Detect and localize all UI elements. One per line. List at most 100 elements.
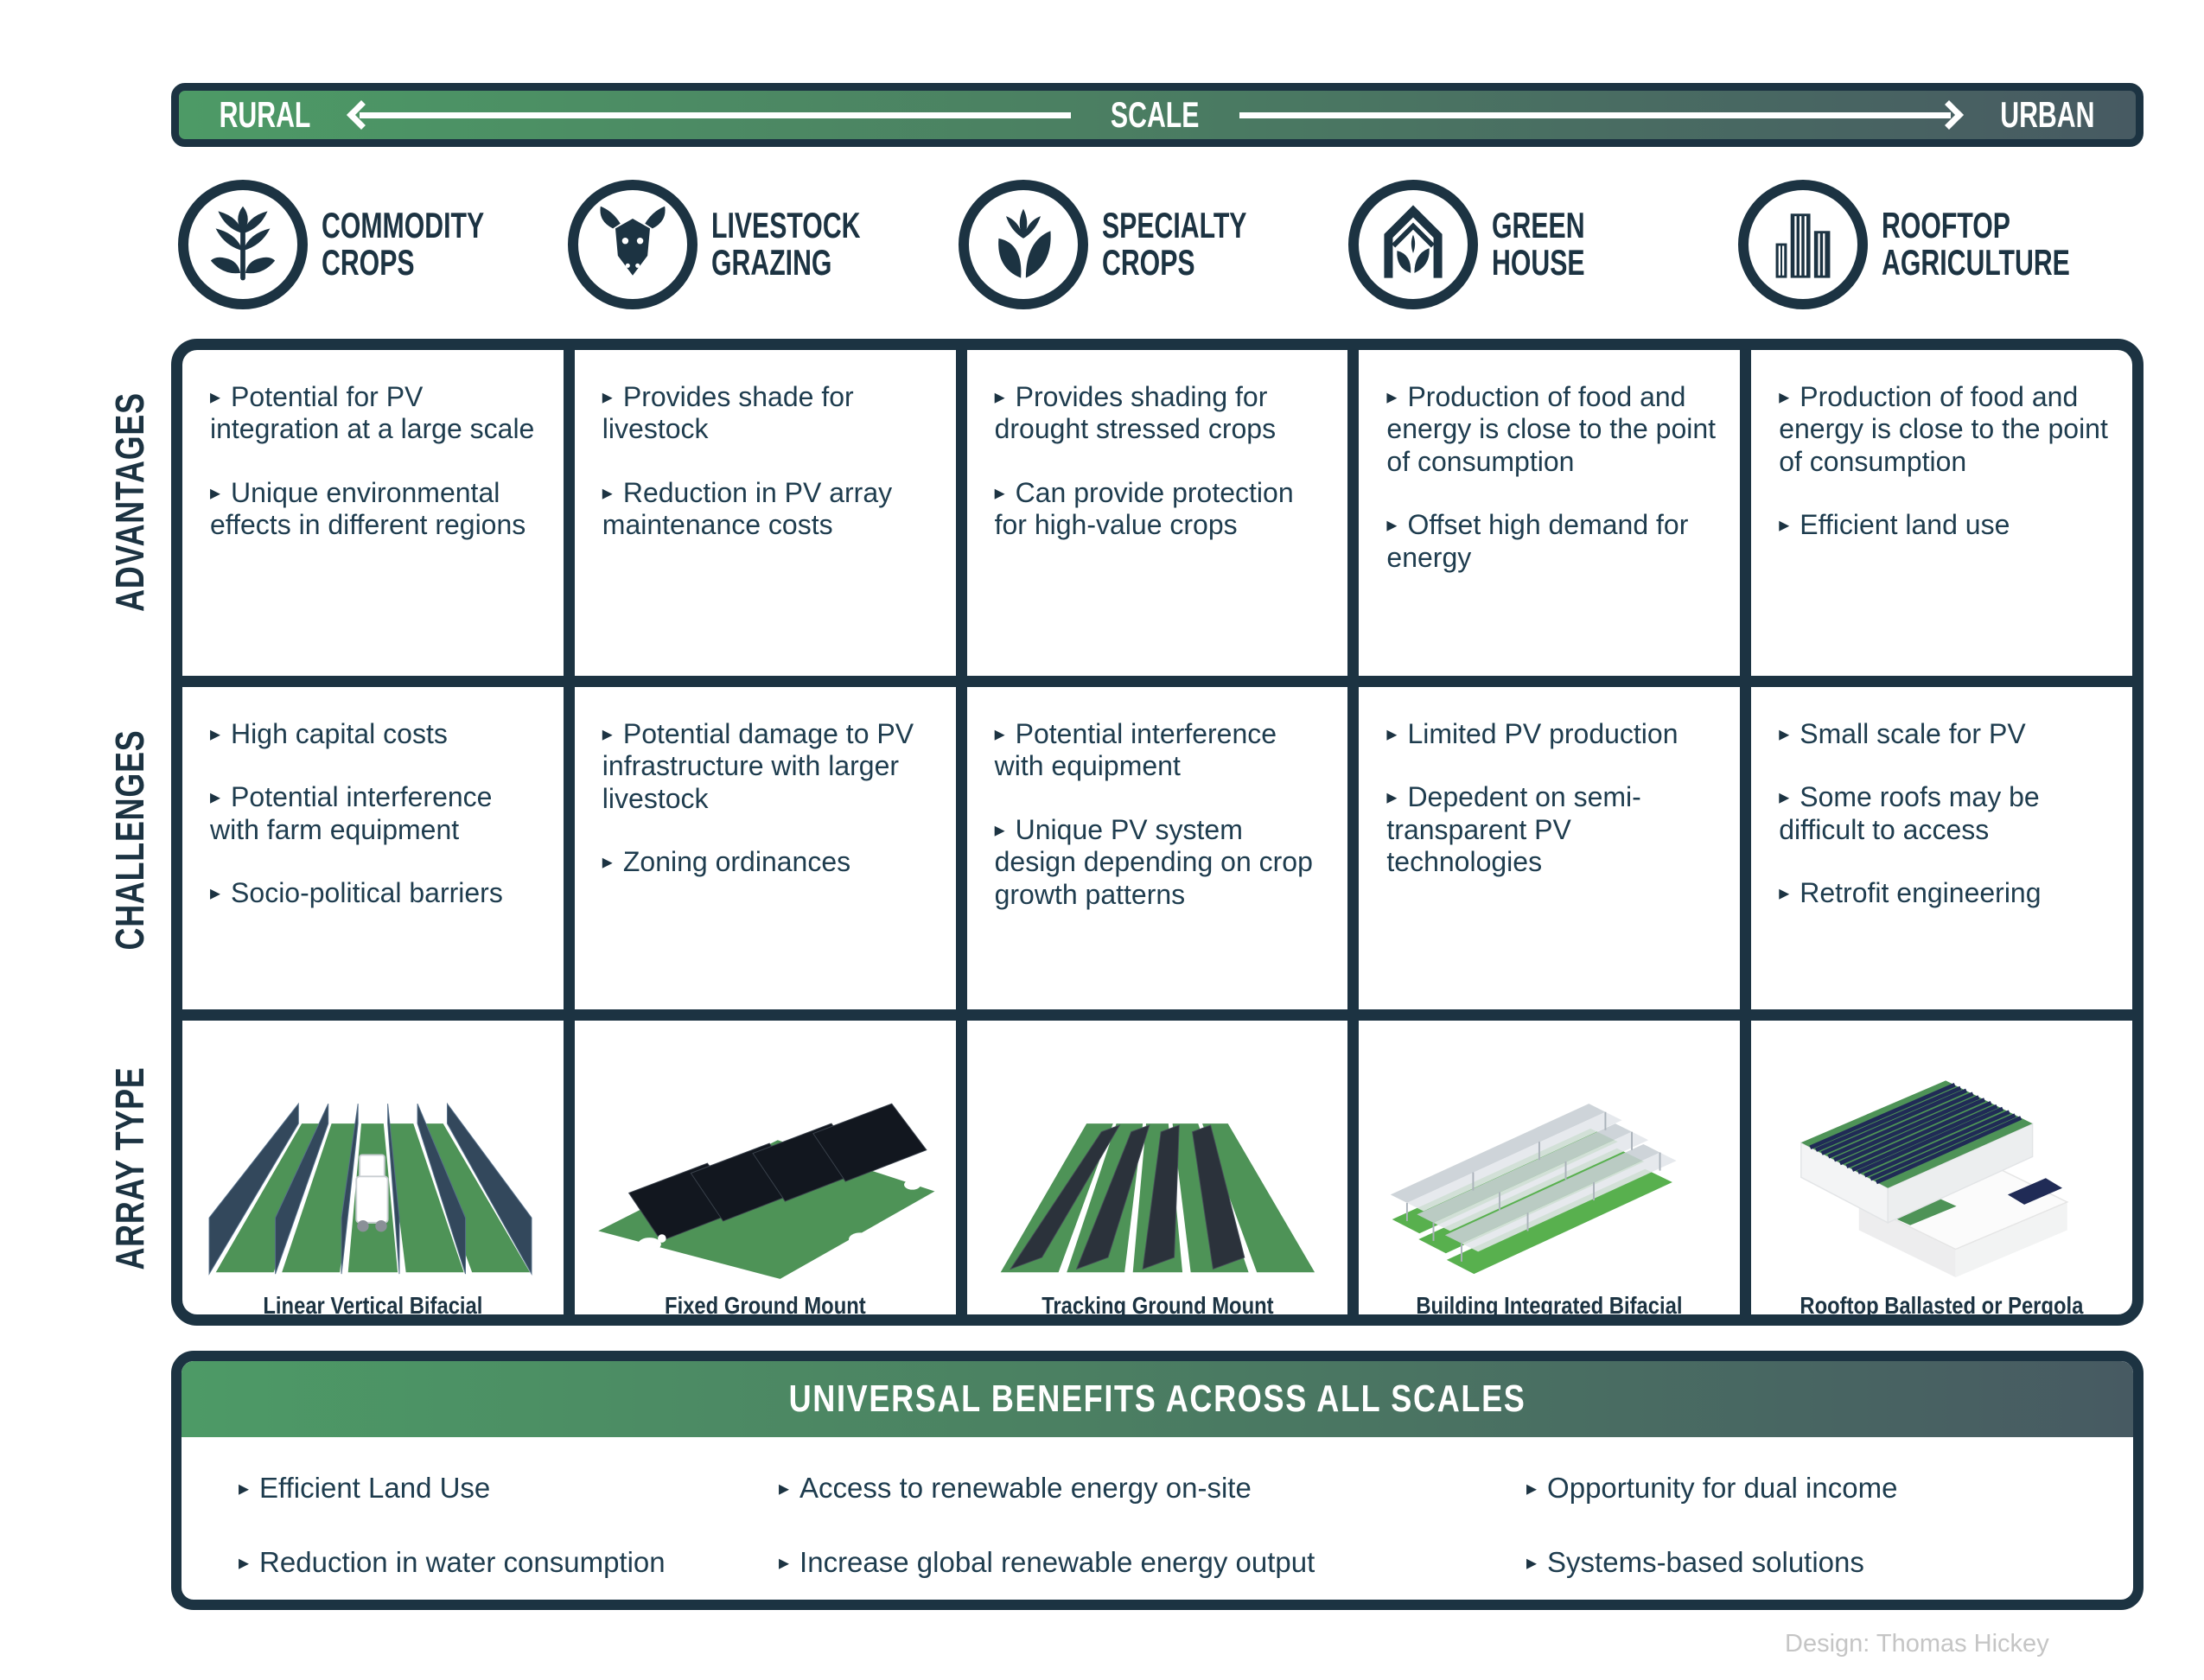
bullet-text: Production of food and energy is close t… — [1386, 381, 1717, 477]
bullet-icon: ▸ — [1386, 513, 1398, 538]
bullet-text: Efficient land use — [1800, 509, 2010, 541]
bullet-icon: ▸ — [1386, 385, 1398, 409]
buildings-icon — [1738, 180, 1869, 309]
category-label: LIVESTOCK GRAZING — [711, 205, 861, 283]
linear-vertical-bifacial-illustration — [208, 1102, 532, 1276]
bullet-icon: ▸ — [1779, 881, 1790, 906]
bullet-icon: ▸ — [239, 1551, 250, 1575]
row-label-array-type: ARRAY TYPE — [107, 1066, 152, 1270]
array-livestock-grazing-cell: Fixed Ground Mount — [574, 1021, 956, 1320]
challenges-green-house-cell: ▸Limited PV production ▸Depedent on semi… — [1359, 687, 1741, 1009]
scale-arrow-right-icon — [1239, 100, 1965, 130]
array-type-caption: Rooftop Ballasted or Pergola — [1800, 1292, 2084, 1320]
category-specialty-crops: SPECIALTY CROPS — [952, 171, 1341, 318]
bullet-icon: ▸ — [1526, 1551, 1538, 1575]
bullet-text: Socio-political barriers — [231, 877, 503, 909]
bullet-text: Provides shading for drought stressed cr… — [994, 381, 1277, 445]
scale-label: SCALE — [1111, 94, 1200, 135]
bullet-icon: ▸ — [210, 385, 221, 409]
benefit-text: Reduction in water consumption — [259, 1546, 666, 1578]
bullet-icon: ▸ — [239, 1477, 250, 1500]
bullet-text: Reduction in PV array maintenance costs — [602, 476, 893, 541]
bullet-icon: ▸ — [779, 1551, 790, 1575]
category-livestock-grazing: LIVESTOCK GRAZING — [561, 171, 951, 318]
bullet-icon: ▸ — [1779, 722, 1790, 746]
row-label-advantages: ADVANTAGES — [107, 392, 152, 612]
bullet-text: Potential damage to PV infrastructure wi… — [602, 718, 914, 814]
tracking-ground-mount-illustration — [1000, 1123, 1315, 1273]
universal-benefits-list: ▸ Efficient Land Use ▸ Access to renewable… — [182, 1437, 2133, 1579]
bullet-text: Unique PV system design depending on cro… — [994, 813, 1313, 910]
rural-label: RURAL — [219, 94, 311, 135]
bullet-text: Production of food and energy is close t… — [1779, 381, 2108, 477]
benefit-text: Access to renewable energy on-site — [799, 1472, 1252, 1504]
bullet-icon: ▸ — [1779, 786, 1790, 810]
category-label: ROOFTOP AGRICULTURE — [1882, 205, 2071, 283]
bullet-text: Potential for PV integration at a large … — [210, 381, 535, 445]
universal-benefits-title: UNIVERSAL BENEFITS ACROSS ALL SCALES — [788, 1378, 1526, 1420]
bullet-text: Zoning ordinances — [622, 846, 851, 878]
bullet-icon: ▸ — [994, 385, 1005, 409]
bullet-icon: ▸ — [1386, 786, 1398, 810]
bullet-icon: ▸ — [602, 385, 613, 409]
benefit-text: Efficient Land Use — [259, 1472, 491, 1504]
challenges-specialty-crops-cell: ▸Potential interference with equipment ▸… — [966, 687, 1348, 1009]
benefit-text: Systems-based solutions — [1547, 1546, 1864, 1578]
bullet-text: Retrofit engineering — [1800, 877, 2042, 909]
leaf-icon — [958, 180, 1088, 309]
benefit-item: ▸ Access to renewable energy on-site — [779, 1472, 1526, 1505]
fixed-ground-mount-illustration — [598, 1103, 935, 1279]
bullet-icon: ▸ — [602, 480, 613, 505]
bullet-text: High capital costs — [231, 718, 448, 749]
bullet-text: Unique environmental effects in differen… — [210, 476, 526, 541]
bullet-text: Limited PV production — [1407, 718, 1678, 749]
bullet-icon: ▸ — [1386, 722, 1398, 746]
wheat-icon — [178, 180, 308, 309]
bullet-text: Potential interference with equipment — [994, 718, 1277, 782]
benefit-item: ▸Opportunity for dual income — [1526, 1472, 2116, 1505]
bullet-icon: ▸ — [994, 480, 1005, 505]
bullet-text: Can provide protection for high-value cr… — [994, 476, 1294, 541]
category-label: SPECIALTY CROPS — [1101, 205, 1247, 283]
array-type-caption: Fixed Ground Mount — [664, 1292, 866, 1320]
bullet-icon: ▸ — [602, 850, 613, 875]
array-rooftop-agriculture-cell: Rooftop Ballasted or Pergola — [1751, 1021, 2132, 1320]
category-rooftop-agriculture: ROOFTOP AGRICULTURE — [1731, 171, 2143, 318]
array-type-caption: Building Integrated Bifacial — [1416, 1292, 1683, 1320]
bullet-text: Potential interference with farm equipme… — [210, 781, 493, 845]
category-label: GREEN HOUSE — [1492, 205, 1585, 283]
challenges-livestock-grazing-cell: ▸Potential damage to PV infrastructure w… — [574, 687, 956, 1009]
bullet-text: Small scale for PV — [1800, 718, 2026, 749]
advantages-commodity-crops-cell: ▸Potential for PV integration at a large… — [182, 350, 564, 676]
bullet-icon: ▸ — [1526, 1477, 1538, 1500]
advantages-rooftop-agriculture-cell: ▸Production of food and energy is close … — [1751, 350, 2132, 676]
bullet-icon: ▸ — [210, 881, 221, 906]
bullet-text: Provides shade for livestock — [602, 381, 854, 445]
category-label: COMMODITY CROPS — [322, 205, 485, 283]
array-type-caption: Tracking Ground Mount — [1041, 1292, 1274, 1320]
challenges-rooftop-agriculture-cell: ▸Small scale for PV ▸Some roofs may be d… — [1751, 687, 2132, 1009]
bullet-icon: ▸ — [210, 786, 221, 810]
bullet-icon: ▸ — [1779, 385, 1790, 409]
category-header-row: COMMODITY CROPS LIVESTOCK GRAZING — [171, 171, 2143, 318]
array-type-caption: Linear Vertical Bifacial — [263, 1292, 483, 1320]
bullet-icon: ▸ — [779, 1477, 790, 1500]
design-credit: Design: Thomas Hickey — [1785, 1630, 2049, 1658]
bullet-icon: ▸ — [602, 722, 613, 746]
benefit-item: ▸ Systems-based solutions — [1526, 1546, 2116, 1579]
advantages-green-house-cell: ▸Production of food and energy is close … — [1359, 350, 1741, 676]
comparison-grid: ▸Potential for PV integration at a large… — [171, 339, 2143, 1326]
bullet-icon: ▸ — [994, 818, 1005, 842]
scale-arrow-left-icon — [347, 100, 1072, 130]
urban-label: URBAN — [2000, 94, 2095, 135]
benefit-item: ▸ Efficient Land Use — [239, 1472, 779, 1505]
bullet-text: Offset high demand for energy — [1386, 509, 1689, 573]
rooftop-ballasted-pergola-illustration — [1800, 1080, 2069, 1277]
bullet-icon: ▸ — [1779, 513, 1790, 538]
bullet-icon: ▸ — [210, 722, 221, 746]
array-green-house-cell: Building Integrated Bifacial — [1359, 1021, 1741, 1320]
advantages-specialty-crops-cell: ▸Provides shading for drought stressed c… — [966, 350, 1348, 676]
scale-bar: RURAL SCALE URBAN — [171, 83, 2143, 147]
bullet-icon: ▸ — [994, 722, 1005, 746]
